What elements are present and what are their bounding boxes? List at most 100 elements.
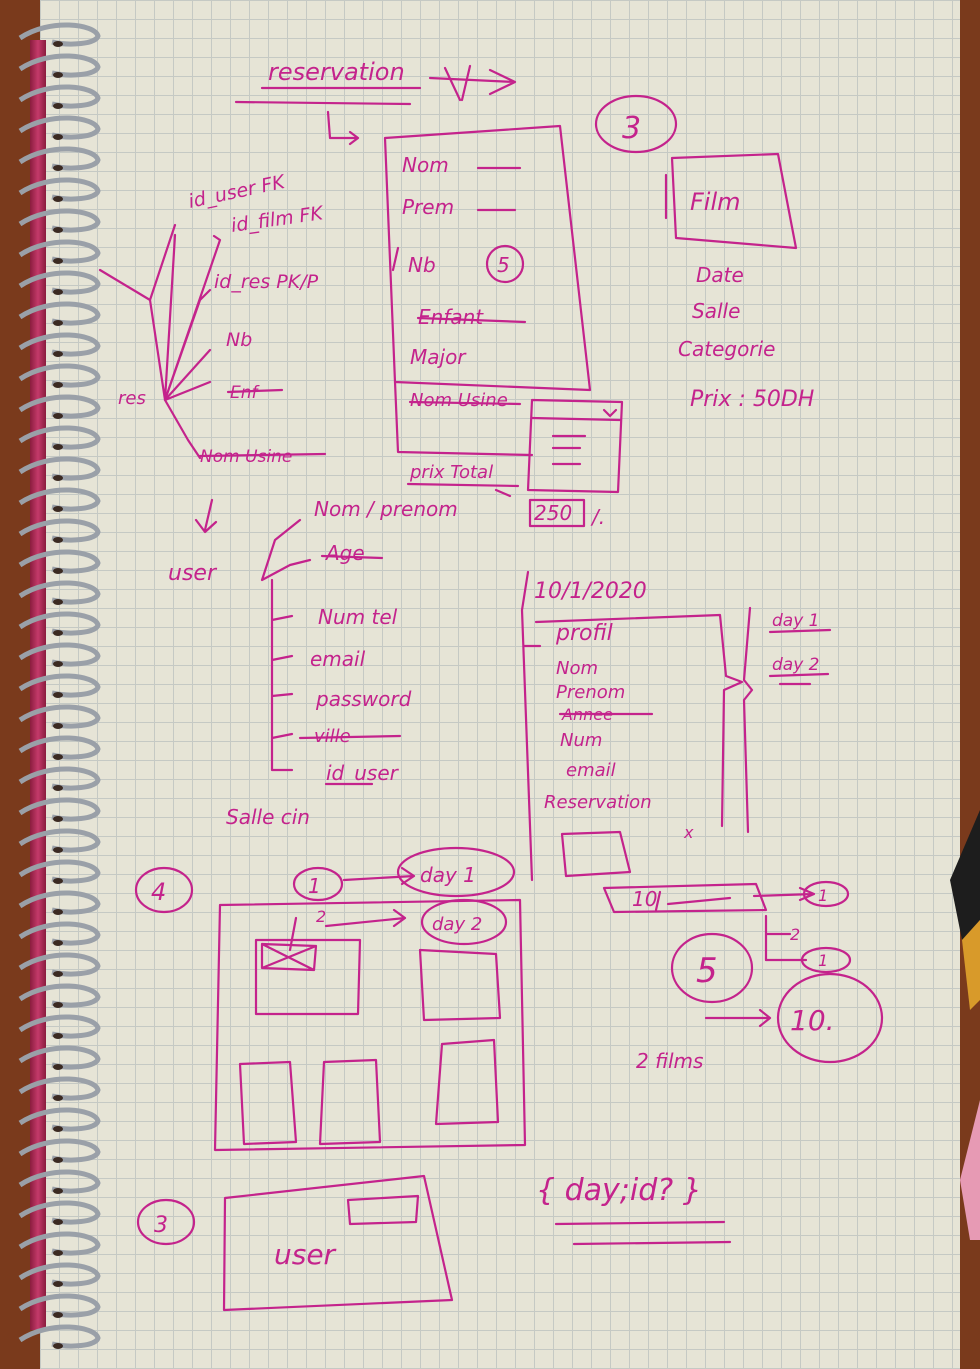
spiral-ring — [18, 487, 101, 512]
punch-hole — [53, 1250, 63, 1256]
spiral-ring — [18, 1014, 101, 1039]
dropdown-box — [526, 398, 624, 494]
spiral-ring — [18, 1076, 101, 1101]
profil-brace — [534, 613, 744, 828]
punch-hole — [53, 1064, 63, 1070]
prix-total-label: prix Total — [409, 462, 493, 483]
punch-hole — [53, 165, 63, 171]
screen4-frame — [213, 898, 527, 1152]
res-field-id-user: id_user FK — [186, 171, 288, 213]
nb-count-circle — [485, 244, 525, 284]
spiral-ring — [18, 84, 101, 109]
spiral-ring — [18, 1293, 101, 1318]
flow5-branch-3: 1 — [818, 951, 828, 970]
res-field-enf: Enf — [230, 383, 261, 403]
user-attr-num-tel: Num tel — [318, 605, 398, 629]
user-attr-age: Age — [324, 541, 365, 565]
res-field-id-film: id_film FK — [230, 202, 326, 237]
profil-item-num: Num — [560, 730, 602, 751]
screen4-day-1: day 1 — [420, 863, 476, 887]
punch-hole — [53, 1219, 63, 1225]
res-field-nb: Nb — [226, 329, 252, 351]
profil-title: profil — [555, 621, 613, 646]
punch-hole — [53, 1157, 63, 1163]
prix-total-suffix: /. — [590, 505, 605, 529]
day-bubble-2 — [420, 898, 508, 946]
punch-hole — [53, 444, 63, 450]
spiral-ring — [18, 425, 101, 450]
screen4-step-1: 1 — [308, 874, 321, 898]
film-attr-prix: Prix : 50DH — [690, 387, 814, 412]
punch-hole — [53, 1002, 63, 1008]
punch-hole — [53, 878, 63, 884]
spiral-ring — [18, 1138, 101, 1163]
form-field-nom-usine: Nom Usine — [410, 390, 508, 411]
spiral-ring — [18, 53, 101, 78]
film-attr-salle: Salle — [692, 299, 740, 323]
res-field-nom-usine: Nom Usine — [200, 447, 292, 467]
spiral-ring — [18, 146, 101, 171]
spiral-ring — [18, 270, 101, 295]
punch-hole — [53, 785, 63, 791]
day-bubble-1 — [396, 846, 516, 898]
flow5-box-value: 10 — [632, 887, 657, 911]
section-number-3-top: 3 — [622, 111, 641, 146]
spiral-ring — [18, 394, 101, 419]
spiral-ring — [18, 332, 101, 357]
form-field-prem: Prem — [402, 195, 454, 219]
reservation-form-box — [383, 124, 592, 392]
spiral-ring — [18, 859, 101, 884]
punch-hole — [53, 1343, 63, 1349]
spiral-ring — [18, 1107, 101, 1132]
spiral-ring — [18, 890, 101, 915]
form-field-nom: Nom — [402, 153, 449, 177]
punch-hole — [53, 351, 63, 357]
punch-hole — [53, 1033, 63, 1039]
spiral-ring — [18, 177, 101, 202]
punch-hole — [53, 971, 63, 977]
punch-hole — [53, 692, 63, 698]
profil-item-prenom: Prenom — [556, 682, 625, 703]
spiral-ring — [18, 1324, 101, 1349]
user-entity-label: user — [168, 561, 218, 586]
user-attr-password: password — [315, 687, 412, 711]
film-box — [670, 152, 798, 250]
profil-item-email: email — [566, 760, 616, 781]
title-text: reservation — [268, 58, 405, 86]
res-field-id-res: id_res PK/P — [214, 271, 319, 293]
profil-item-reservation: Reservation — [544, 792, 652, 813]
punch-hole — [53, 816, 63, 822]
profil-close-mark: x — [683, 823, 694, 842]
film-attr-categorie: Categorie — [678, 337, 775, 361]
punch-hole — [53, 289, 63, 295]
section-number-4: 4 — [151, 878, 166, 906]
profil-day-1: day 1 — [772, 611, 820, 631]
punch-hole — [53, 847, 63, 853]
screen4-selected-card — [254, 938, 362, 1016]
punch-hole — [53, 909, 63, 915]
screen3-label: user — [274, 1238, 337, 1271]
spiral-ring — [18, 983, 101, 1008]
spiral-binding — [18, 22, 101, 1349]
flow5-result: 10. — [790, 1004, 835, 1037]
film-attr-date: Date — [696, 263, 744, 287]
spiral-ring — [18, 766, 101, 791]
punch-hole — [53, 1095, 63, 1101]
spiral-ring — [18, 1262, 101, 1287]
form-field-nb: Nb — [408, 253, 436, 277]
punch-hole — [53, 754, 63, 760]
spiral-ring — [18, 518, 101, 543]
spiral-ring — [18, 1231, 101, 1256]
flow5-box — [602, 882, 768, 914]
notebook-binding-strip — [30, 40, 46, 1330]
spiral-ring — [18, 115, 101, 140]
prix-total-value: 250 — [534, 501, 572, 525]
user-attr-nom-prenom: Nom / prenom — [314, 497, 458, 521]
screen4-day-2: day 2 — [432, 914, 482, 935]
punch-hole — [53, 1188, 63, 1194]
punch-hole — [53, 630, 63, 636]
screen4-step-2: 2 — [316, 907, 326, 926]
punch-hole — [53, 475, 63, 481]
user-attr-id-user: id_user — [326, 761, 400, 785]
